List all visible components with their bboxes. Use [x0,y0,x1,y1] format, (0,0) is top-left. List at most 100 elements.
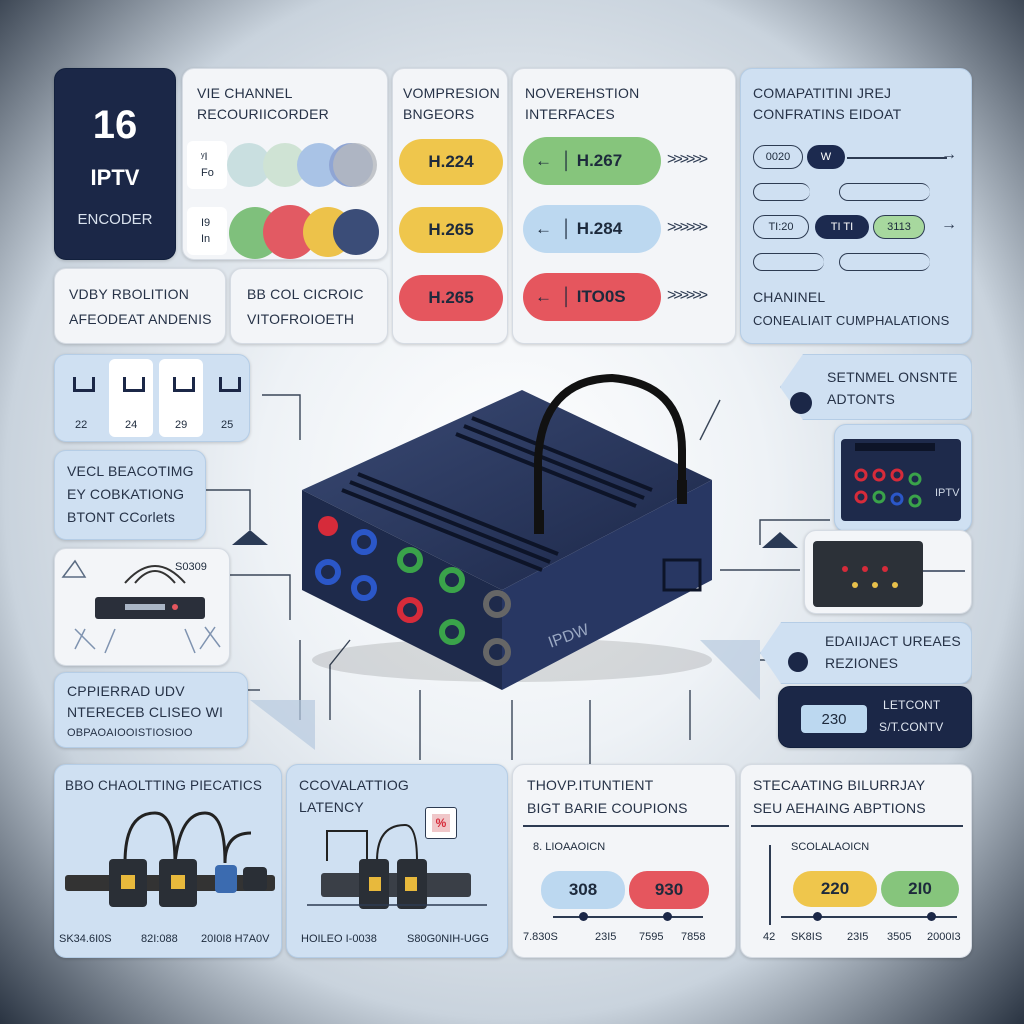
rack-label: S0309 [175,561,207,573]
compat-foot1: CHANINEL [753,289,826,305]
streaming-panel: STECAATING BILURRJAY SEU AEHAING ABPTION… [740,764,972,958]
streaming-tick: SK8IS [791,931,823,943]
codec-pill[interactable]: H.265 [399,275,503,321]
channel-panel: VIE CHANNEL RECOURIICORDER ʸI Fo I9 In [182,68,388,260]
throughput-tick: 23I5 [595,931,617,943]
throughput-marker-icon [663,912,672,921]
cpp-line3: OBPAOAIOOISTIOSIOO [67,727,193,739]
letcont-line1: LETCONT [883,698,941,712]
throughput-axis [553,916,703,918]
compat-bracket [839,253,930,271]
channel-label-box-2: I9 In [187,207,227,255]
port-card[interactable]: 29 [159,359,203,437]
edai-dot-icon [788,652,808,672]
latency-badge[interactable]: % [425,807,457,839]
rack-illustration-icon [61,559,221,654]
streaming-pill[interactable]: 2I0 [881,871,959,907]
setnmel-line2: ADTONTS [827,391,896,407]
streaming-pill[interactable]: 220 [793,871,877,907]
channel-line1: VIE CHANNEL [197,85,293,101]
arrow-left-icon: ← │ [535,151,577,170]
box1-brand: IPTV [935,487,960,499]
throughput-panel: THOVP.ITUNTIENT BIGT BARIE COUPIONS 8. L… [512,764,736,958]
compat-chip[interactable]: TI TI [815,215,869,239]
channel-dot [333,209,379,255]
vecl-line2: EY COBKATIONG [67,486,185,502]
compat-bracket [753,183,810,201]
interface-label: ITO0S [576,287,626,306]
video-line1: VDBY RBOLITION [69,286,190,302]
encoder-box-icon [841,439,961,521]
device-box-panel-2 [804,530,972,614]
compat-chip[interactable]: 0020 [753,145,803,169]
port-card[interactable]: 24 [109,359,153,437]
channel-label-box-1: ʸI Fo [187,141,227,189]
edai-line1: EDAIIJACT UREAES [825,633,961,649]
throughput-divider [523,825,729,827]
letcont-value[interactable]: 230 [801,705,867,733]
channel-line2: RECOURIICORDER [197,106,329,122]
letcont-panel: 230 LETCONT S/T.CONTV [778,686,972,748]
compat-panel: COMAPATITINI JREJ CONFRATINS EIDOAT 0020… [740,68,972,344]
bitrate-line1: BB COL CICROIC [247,286,364,302]
iptv-encoder-device [302,373,712,690]
bbo-illustration-icon [65,811,275,907]
interface-pill[interactable]: ← │ H.267 [523,137,661,185]
latency-label: HOILEO I-0038 [301,933,377,945]
bbo-label: 20I0I8 H7A0V [201,933,270,945]
vecl-panel: VECL BEACOTIMG EY COBKATIONG BTONT CCorl… [54,450,206,540]
video-line2: AFEODEAT ANDENIS [69,311,212,327]
bbo-label: SK34.6I0S [59,933,112,945]
streaming-marker-icon [927,912,936,921]
chevrons-icon: >>>>>> [667,219,708,236]
port-label: 25 [221,419,234,431]
vecl-line1: VECL BEACOTIMG [67,463,194,479]
percent-icon: % [432,814,450,832]
hero-subtitle: ENCODER [77,211,153,228]
interface-pill[interactable]: ← │ H.284 [523,205,661,253]
streaming-tick: 23I5 [847,931,869,943]
codec-pill[interactable]: H.224 [399,139,503,185]
streaming-line1: STECAATING BILURRJAY [753,777,926,793]
throughput-sub: 8. LIOAAOICN [533,841,606,853]
compat-chip[interactable]: W [807,145,845,169]
setnmel-line1: SETNMEL ONSNTE [827,369,958,385]
streaming-divider [751,825,963,827]
compat-chip[interactable]: 3113 [873,215,925,239]
arrow-left-icon: ← │ [535,219,577,238]
compression-line1: VOMPRESION [403,85,500,101]
rack-panel: S0309 [54,548,230,666]
port-card[interactable]: 22 [59,359,103,437]
bbo-label: 82I:088 [141,933,178,945]
bbo-panel: BBO CHAOLTTING PIECATICS SK34.6I0S 82I:0… [54,764,282,958]
codec-pill[interactable]: H.265 [399,207,503,253]
channel-row2-b: In [201,233,211,245]
throughput-line1: THOVP.ITUNTIENT [527,777,654,793]
throughput-pill[interactable]: 308 [541,871,625,909]
interface-label: H.284 [576,219,623,238]
edai-line2: REZIONES [825,655,899,671]
latency-illustration-icon [307,823,487,909]
channel-row1-a: ʸI [201,151,208,163]
letcont-line2: S/T.CONTV [879,720,944,734]
compat-chip[interactable]: TI:20 [753,215,809,239]
setnmel-dot-icon [790,392,812,414]
throughput-pill[interactable]: 930 [629,871,709,909]
port-card[interactable]: 25 [207,359,247,437]
interface-pill[interactable]: ← │ ITO0S [523,273,661,321]
channel-dot [333,143,377,187]
compat-bracket [839,183,930,201]
streaming-axis-label: 42 [763,931,776,943]
interfaces-line2: INTERFACES [525,106,615,122]
latency-panel: CCOVALATTIOG LATENCY % HOILEO I-0038 S80… [286,764,508,958]
compat-foot2: CONEALIAIT CUMPHALATIONS [753,313,950,328]
port-icon [219,377,241,392]
latency-label: S80G0NIH-UGG [407,933,489,945]
bbo-title: BBO CHAOLTTING PIECATICS [65,778,263,793]
streaming-tick: 3505 [887,931,912,943]
hero-title: IPTV [90,165,140,190]
port-icon [123,377,145,392]
cpp-line2: NTERECEB CLISEO WI [67,704,224,720]
compat-bracket [753,253,824,271]
